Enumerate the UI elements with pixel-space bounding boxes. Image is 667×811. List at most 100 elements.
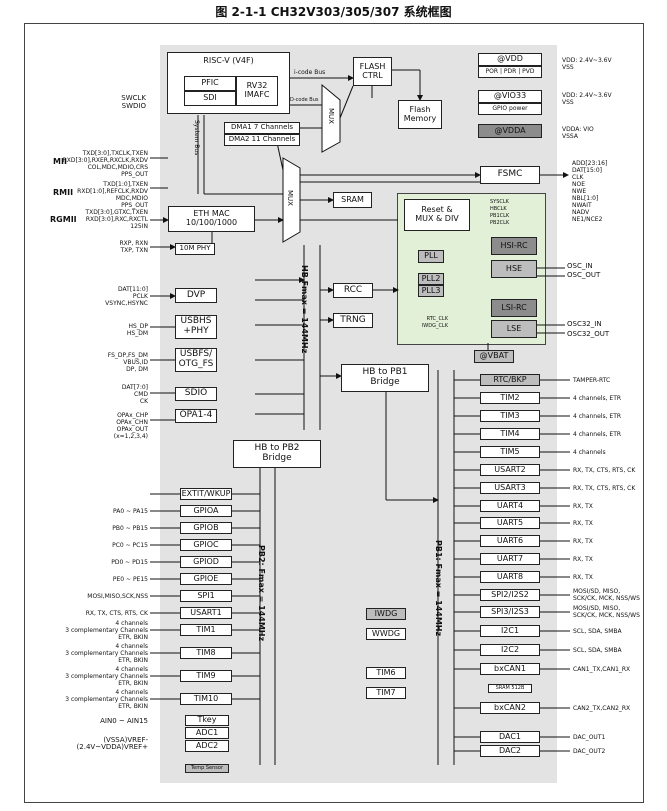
pll2-block: PLL2 [418, 273, 444, 285]
pb2-pins-5: PE0 ~ PE15 [112, 575, 148, 583]
vio33-sub: GPIO power [478, 103, 542, 115]
outer-frame [24, 23, 644, 803]
phy-pins: RXP, RXN TXP, TXN [119, 240, 148, 254]
pb1-block-6: USART3 [480, 482, 540, 494]
lse-block: LSE [491, 320, 537, 338]
pb2-pins-9: 4 channels 3 complementary Channels ETR,… [65, 642, 148, 664]
pb2-bus-label: PB2: Fmax = 144MHz [257, 545, 266, 642]
pb2-block-8: TIM1 [180, 624, 232, 636]
pb1-pins-0: TAMPER-RTC [573, 376, 611, 384]
pb2-pins-11: 4 channels 3 complementary Channels ETR,… [65, 688, 148, 710]
sdi-block: SDI [184, 91, 236, 106]
pll-block: PLL [418, 250, 444, 263]
pb1-block-5: USART2 [480, 464, 540, 476]
pb2-pins-6: MOSI,MISO,SCK,NSS [87, 592, 148, 600]
dvp-pins: DAT[11:0] PCLK VSYNC,HSYNC [105, 286, 148, 307]
pb1-pins-4: 4 channels [573, 448, 606, 456]
osc32-in-label: OSC32_IN [567, 320, 602, 328]
pb1-block-16: bxCAN1 [480, 663, 540, 675]
pb2-pins-10: 4 channels 3 complementary Channels ETR,… [65, 665, 148, 687]
flash-ctrl: FLASH CTRL [353, 57, 392, 86]
pb1-block-12: SPI2/I2S2 [480, 589, 540, 601]
vdd-sub: POR | PDR | PVD [478, 66, 542, 78]
hb-pb2-bridge: HB to PB2 Bridge [233, 440, 321, 468]
pb1-block-14: I2C1 [480, 625, 540, 637]
pb1-bus-label: PB1: Fmax = 144MHz [434, 540, 443, 637]
vdd-block: @VDD [478, 53, 542, 66]
system-bus-label: System Bus [193, 120, 200, 156]
dma1-block: DMA1 7 Channels [224, 122, 300, 134]
pb1-pins-14: SCL, SDA, SMBA [573, 627, 622, 635]
hsi-rc-block: HSI-RC [491, 237, 537, 255]
clock-signals: SYSCLK HBCLK PB1CLK PB2CLK [490, 199, 510, 226]
vdda-label: VDDA: VIO VSSA [562, 126, 594, 140]
hb-bus-label: HB Fmax = 144MHz [300, 265, 309, 354]
cpu-name: RISC-V (V4F) [203, 56, 254, 65]
pb1-pins-2: 4 channels, ETR [573, 412, 622, 420]
rmii-pins: TXD[1:0],TXEN RXD[1:0],REFCLK,RXDV MDC,M… [77, 181, 148, 209]
wwdg-block: WWDG [366, 628, 406, 640]
pb1-block-3: TIM4 [480, 428, 540, 440]
pb1-block-10: UART7 [480, 553, 540, 565]
pb1-pins-11: RX, TX [573, 573, 593, 581]
pb2-pins-4: PD0 ~ PD15 [111, 558, 148, 566]
sdio-pins: DAT[7:0] CMD CK [121, 384, 148, 405]
pb1-block-13: SPI3/I2S3 [480, 606, 540, 618]
usbhs-pins: HS_DP HS_DM [126, 323, 148, 337]
diagram-title: 图 2-1-1 CH32V303/305/307 系统框图 [215, 5, 452, 19]
pb2-pins-3: PC0 ~ PC15 [112, 541, 148, 549]
pb1-pins-17: CAN2_TX,CAN2_RX [573, 704, 631, 712]
mux-label-top: MUX [327, 108, 335, 124]
lsi-rc-block: LSI-RC [491, 299, 537, 317]
rmii-label: RMII [53, 188, 74, 197]
rgmii-pins: TXD[3:0],GTXC,TXEN RXD[3:0],RXC,RXCTL 12… [85, 209, 148, 230]
vdda-block: @VDDA [478, 124, 542, 138]
pb1-block-17: bxCAN2 [480, 702, 540, 714]
dcode-bus-label: D-code Bus [290, 97, 319, 103]
pb1-block-4: TIM5 [480, 446, 540, 458]
sdio-block: SDIO [175, 387, 217, 401]
pb1-block-0: RTC/BKP [480, 374, 540, 386]
pb1-pins-19: DAC_OUT2 [573, 747, 606, 755]
eth-mac-block: ETH MAC 10/100/1000 [168, 206, 255, 232]
pb1-pins-6: RX, TX, CTS, RTS, CK [573, 484, 636, 492]
reset-mux-div: Reset & MUX & DIV [404, 199, 470, 231]
dma2-block: DMA2 11 Channels [224, 134, 300, 146]
pb1-pins-9: RX, TX [573, 537, 593, 545]
pb2-block-6: SPI1 [180, 590, 232, 602]
pb2-pins-7: RX, TX, CTS, RTS, CK [85, 609, 148, 617]
pb2-block-1: GPIOA [180, 505, 232, 517]
pb1-block-11: UART8 [480, 571, 540, 583]
iwdg-block: IWDG [366, 608, 406, 620]
rtc-clk-label: RTC_CLK IWDG_CLK [421, 316, 448, 329]
pb1-pins-15: SCL, SDA, SMBA [573, 646, 622, 654]
fsmc-pins: ADD[23:16] DAT[15:0] CLK NOE NWE NBL[1:0… [572, 160, 608, 223]
pb1-pins-5: RX, TX, CTS, RTS, CK [573, 466, 636, 474]
pfic-block: PFIC [184, 76, 236, 91]
pb1-block-7: UART4 [480, 500, 540, 512]
dvp-block: DVP [175, 288, 217, 303]
hse-block: HSE [491, 260, 537, 278]
hb-pb1-bridge: HB to PB1 Bridge [341, 364, 429, 392]
pb2-block-5: GPIOE [180, 573, 232, 585]
pb2-pins-2: PB0 ~ PB15 [112, 524, 148, 532]
pb2-block-4: GPIOD [180, 556, 232, 568]
pb1-pins-13: MOSI/SD, MISO, SCK/CK, MCK, NSS/WS [573, 605, 640, 619]
tim7-block: TIM7 [366, 687, 406, 699]
adc1-block: ADC1 [185, 727, 229, 739]
can-sram: SRAM 512B [488, 684, 532, 693]
pb1-pins-7: RX, TX [573, 502, 593, 510]
icode-bus-label: i-code Bus [294, 69, 326, 76]
osc-out-label: OSC_OUT [567, 271, 601, 279]
mii-label: MII [53, 157, 67, 166]
pb1-block-8: UART5 [480, 517, 540, 529]
pb2-block-11: TIM10 [180, 693, 232, 705]
adc2-block: ADC2 [185, 740, 229, 752]
vref-pins: (VSSA)VREF- (2.4V~VDDA)VREF+ [76, 736, 148, 751]
pb1-pins-10: RX, TX [573, 555, 593, 563]
tim6-block: TIM6 [366, 667, 406, 679]
usbfs-pins: FS_DP,FS_DM VBUS,ID DP, DM [107, 352, 148, 373]
pb1-block-9: UART6 [480, 535, 540, 547]
usbfs-block: USBFS/ OTG_FS [175, 348, 217, 372]
